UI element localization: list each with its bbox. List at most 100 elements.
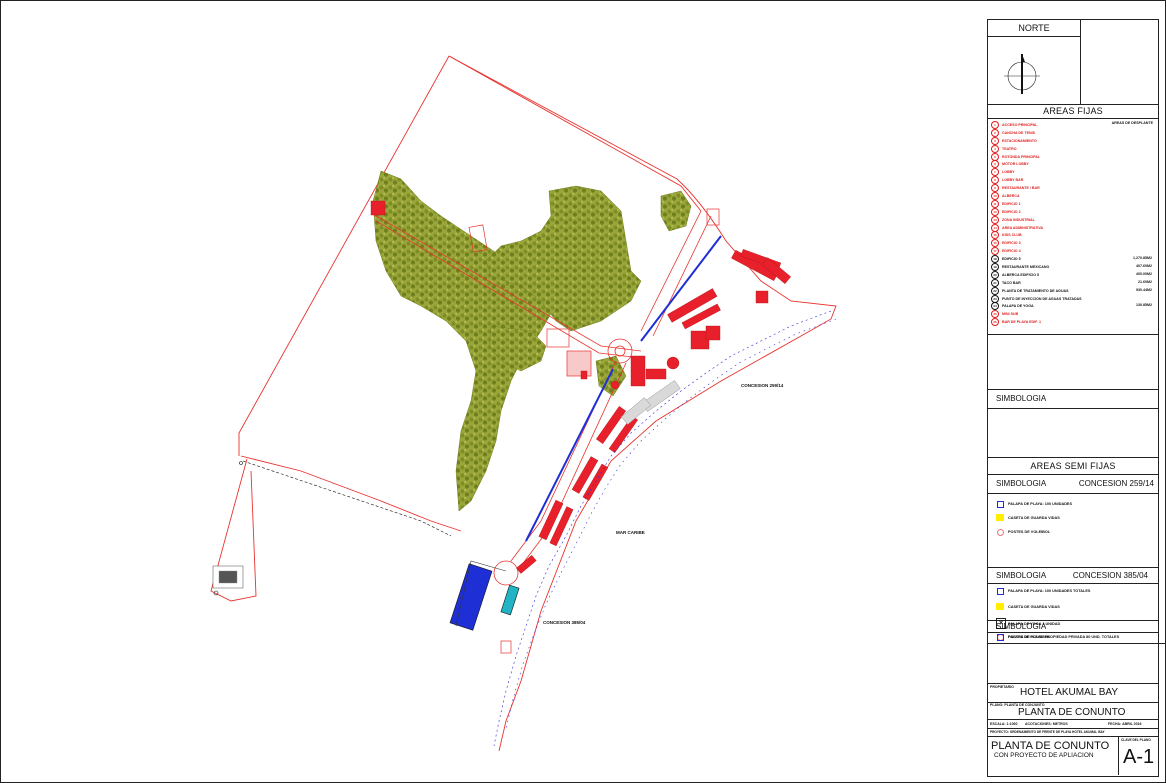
- fixed-area-value: 400.00M2: [1136, 271, 1152, 276]
- proyecto: PROYECTO: ORDENAMIENTO DE FRENTE DE PLAY…: [990, 730, 1105, 734]
- fixed-area-label: PUNTO DE INYECCION DE AGUAS TRATADAS: [1002, 296, 1082, 301]
- vegetation-areas: [372, 170, 692, 512]
- item-number-circle-icon: 20: [991, 270, 999, 279]
- acotaciones: ACOTACIONES: METROS: [1025, 721, 1068, 726]
- item-number-circle-icon: 18: [991, 255, 999, 264]
- item-number-circle-icon: 14: [991, 223, 999, 232]
- item-number-circle-icon: 1: [991, 121, 999, 129]
- scale-row: ESCALA: 1:1000 ACOTACIONES: METROS FECHA…: [988, 720, 1158, 729]
- areas-desplante-header: AREAS DE DESPLANTE: [1111, 121, 1153, 125]
- item-number-circle-icon: 24: [991, 302, 999, 311]
- concesion-259-title: CONCESION 259/14: [1078, 479, 1154, 488]
- item-number-circle-icon: 3: [991, 136, 999, 145]
- fixed-area-label: TACO BAR: [1002, 280, 1021, 285]
- item-number-circle-icon: 15: [991, 231, 999, 240]
- fixed-area-label: RESTAURANTE MEXICANO: [1002, 264, 1050, 269]
- fecha: FECHA: ABRIL 2016: [1108, 721, 1142, 726]
- secondary-structures: [212, 380, 681, 589]
- escala: ESCALA: 1:1000: [990, 721, 1018, 726]
- drawing-title-section: PLANTA DE CONUNTO CON PROYECTO DE APLIAC…: [988, 737, 1158, 775]
- fixed-area-value: 930.44M2: [1136, 287, 1152, 292]
- fixed-area-label: EDIFICIO 4: [1002, 249, 1021, 254]
- fixed-area-label: RESTAURANTE / BAR: [1002, 186, 1040, 191]
- item-number-circle-icon: 19: [991, 263, 999, 272]
- fixed-area-label: EDIFICIO 3: [1002, 241, 1021, 246]
- fixed-area-label: ROTONDA PRINCIPAL: [1002, 154, 1041, 159]
- fixed-area-label: TEATRO: [1002, 146, 1017, 151]
- fixed-area-label: ALBERCA EDIFICIO 5: [1002, 272, 1040, 277]
- property-boundary: [210, 55, 837, 752]
- fixed-area-value: 1,270.85M2: [1133, 256, 1152, 261]
- plano-title: PLANTA DE CONUNTO: [1018, 707, 1126, 718]
- simbologia-title-3: SIMBOLOGIA: [996, 571, 1047, 580]
- sheet-number-box: CLAVE DEL PLANO A-1: [1118, 737, 1159, 775]
- simbologia-title-1: SIMBOLOGIA: [996, 394, 1047, 403]
- plano-label: PLANO: PLANTA DE CONJUNTO: [990, 703, 1045, 707]
- concesion-385-header: SIMBOLOGIA CONCESION 385/04: [988, 567, 1158, 584]
- item-number-circle-icon: 6: [991, 160, 999, 169]
- legend-palapa-259: PALAPA DE PLAYA: 100 UNIDADES: [988, 497, 1158, 511]
- label-mar-caribe: MAR CARIBE: [616, 530, 645, 535]
- fixed-area-label: ALBERCA: [1002, 193, 1020, 198]
- concesion-259-legend: PALAPA DE PLAYA: 100 UNIDADES CASETA DE …: [988, 497, 1158, 539]
- site-features: [468, 208, 720, 654]
- beach-palapas: [493, 310, 837, 747]
- item-number-circle-icon: 5: [991, 152, 999, 161]
- fixed-area-label: ESTACIONAMIENTO: [1002, 138, 1037, 143]
- simbologia-section-1: SIMBOLOGIA: [988, 389, 1158, 409]
- fixed-area-label: PALAPA DE YOGA: [1002, 304, 1034, 309]
- fixed-area-label: MOTOR LOBBY: [1002, 162, 1029, 167]
- item-number-circle-icon: 25: [991, 310, 999, 319]
- simbologia-title-2: SIMBOLOGIA: [996, 479, 1047, 488]
- fixed-area-label: EDIFICIO 5: [1002, 257, 1021, 262]
- north-arrow-icon: [1004, 54, 1040, 94]
- fixed-area-label: PLANTA DE TRATAMIENTO DE AGUAS: [1002, 288, 1069, 293]
- palapa-square-icon: [997, 634, 1004, 641]
- fixed-area-label: LOBBY BAR: [1002, 178, 1024, 183]
- label-concesion-385: CONCESION 385/04: [543, 620, 586, 625]
- areas-semi-fijas-title: AREAS SEMI FIJAS: [1030, 461, 1116, 471]
- fixed-area-label: AREA ADMINISTRATIVA: [1002, 225, 1044, 230]
- fixed-area-label: ACCESO PRINCIPAL: [1002, 122, 1038, 127]
- utility-line: [213, 460, 452, 596]
- simbologia-section-3: SIMBOLOGIA: [988, 620, 1158, 633]
- sheet-number: A-1: [1123, 746, 1155, 768]
- fixed-area-label: CANCHA DE TENIS: [1002, 130, 1036, 135]
- areas-fijas-header: AREAS FIJAS: [988, 104, 1158, 119]
- volleyball-circle-icon: [997, 529, 1004, 536]
- blue-walkway: [525, 235, 722, 542]
- owner-name: HOTEL AKUMAL BAY: [1020, 687, 1118, 698]
- simbologia-title-4: SIMBOLOGIA: [996, 622, 1047, 631]
- item-number-circle-icon: 9: [991, 184, 999, 193]
- item-number-circle-icon: 21: [991, 278, 999, 287]
- concesion-385-title: CONCESION 385/04: [1072, 571, 1148, 580]
- fixed-area-label: KIDS CLUB: [1002, 233, 1022, 238]
- item-number-circle-icon: 12: [991, 207, 999, 216]
- fixed-area-value: 130.85M2: [1136, 303, 1152, 308]
- clave-label: CLAVE DEL PLANO: [1121, 738, 1151, 742]
- plano-section: PLANO: PLANTA DE CONJUNTO PLANTA DE CONU…: [988, 702, 1158, 720]
- owner-label: PROPIETARIO: [990, 685, 1014, 689]
